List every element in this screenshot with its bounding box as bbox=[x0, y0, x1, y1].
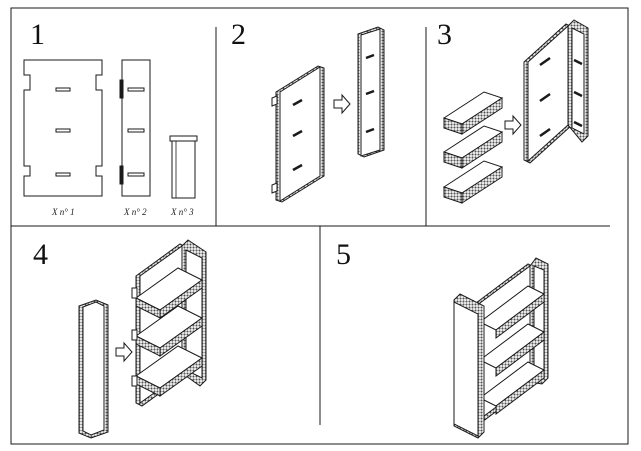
part-2-slot bbox=[127, 87, 145, 92]
shelf-piece bbox=[135, 267, 203, 319]
part-2-tab bbox=[119, 165, 124, 185]
step-3-side-face bbox=[571, 27, 585, 135]
step-2-back-slot bbox=[365, 89, 375, 96]
part-1-label: X n° 1 bbox=[52, 207, 75, 217]
arrow-icon bbox=[333, 93, 351, 115]
step-3-back-face bbox=[527, 24, 569, 163]
part-1-slot bbox=[55, 172, 71, 177]
part-2-tab bbox=[119, 79, 124, 99]
part-3-label: X n° 3 bbox=[171, 207, 194, 217]
part-1-panel bbox=[23, 59, 103, 197]
part-2-slot bbox=[127, 128, 145, 133]
step-3-side-slot bbox=[573, 58, 583, 66]
step-4-tab bbox=[131, 375, 138, 387]
step-4-tab bbox=[131, 329, 138, 341]
step-2-number: 2 bbox=[231, 18, 246, 51]
shelf-piece bbox=[442, 160, 504, 204]
arrow-icon bbox=[115, 341, 133, 363]
step-5-assembled-shelf bbox=[453, 257, 549, 439]
shelf-piece bbox=[135, 305, 203, 357]
step-2-slot bbox=[292, 129, 303, 138]
step-5-right-face bbox=[533, 265, 545, 377]
shelf-piece bbox=[479, 285, 545, 339]
step-5-left-face bbox=[453, 301, 479, 437]
shelf-piece bbox=[442, 91, 504, 135]
step-3-side-slot bbox=[573, 120, 583, 128]
step-3-assembly bbox=[442, 19, 589, 204]
part-2-slot bbox=[127, 172, 145, 177]
step-2-tab bbox=[271, 182, 278, 194]
shelf-piece bbox=[479, 361, 545, 415]
step-2-slot bbox=[292, 163, 303, 172]
arrow-icon bbox=[504, 114, 522, 136]
shelf-piece bbox=[442, 125, 504, 169]
part-1-slot bbox=[55, 87, 71, 92]
part-2-label: X n° 2 bbox=[124, 207, 147, 217]
step-2-back-slot bbox=[365, 127, 375, 134]
step-1-parts bbox=[23, 59, 198, 199]
step-2-back-slot bbox=[365, 53, 375, 60]
part-1-slot bbox=[55, 128, 71, 133]
step-3-side-slot bbox=[573, 90, 583, 98]
step-2-tab bbox=[271, 95, 278, 107]
part-3-block bbox=[171, 140, 196, 199]
step-5-number: 5 bbox=[336, 238, 351, 271]
step-4-number: 4 bbox=[33, 238, 48, 271]
step-4-side-face bbox=[82, 301, 105, 436]
step-1-number: 1 bbox=[30, 18, 45, 51]
step-4-assembly bbox=[78, 239, 207, 439]
part-3-cap bbox=[169, 135, 198, 142]
step-3-slot bbox=[539, 127, 551, 138]
step-3-slot bbox=[539, 56, 551, 67]
step-2-slot bbox=[292, 98, 303, 107]
step-2-side-face bbox=[279, 66, 321, 202]
step-3-slot bbox=[539, 92, 551, 103]
step-2-assembly bbox=[271, 26, 385, 203]
step-3-number: 3 bbox=[437, 18, 452, 51]
shelf-piece bbox=[135, 345, 203, 397]
shelf-piece bbox=[479, 323, 545, 377]
step-4-tab bbox=[131, 287, 138, 299]
